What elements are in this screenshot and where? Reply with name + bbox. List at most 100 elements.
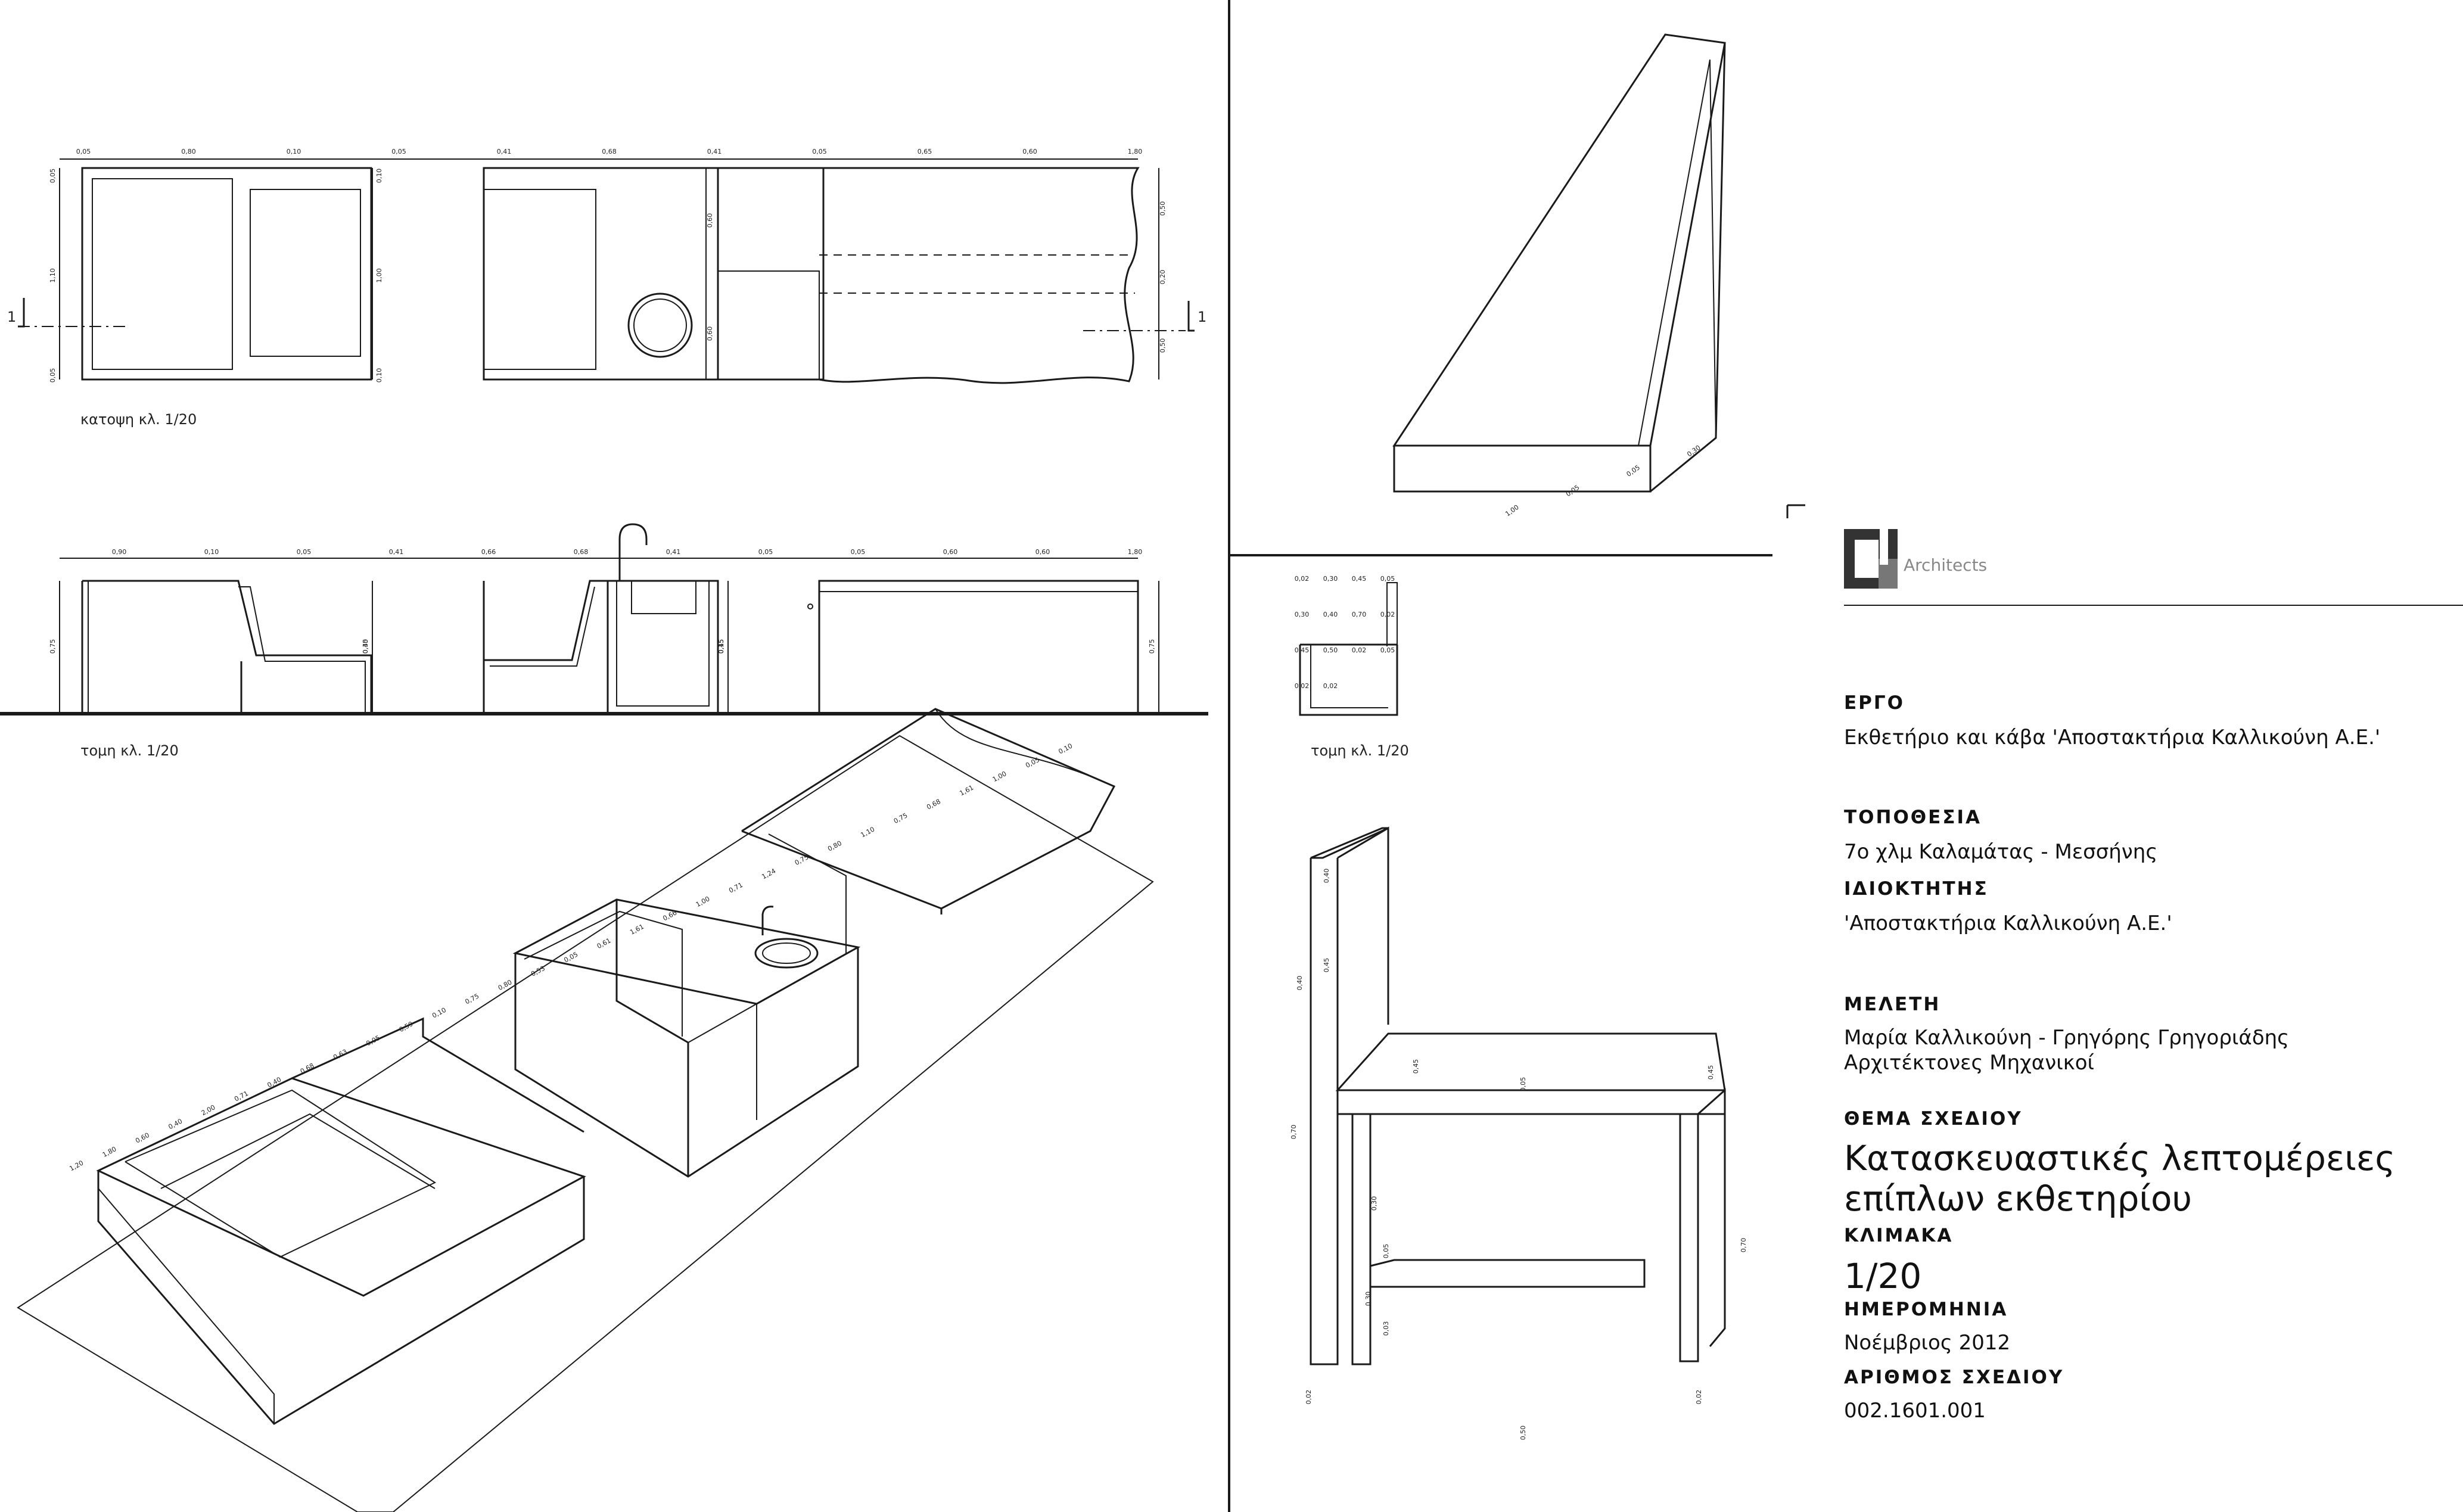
dimension-iso: 0,59 [398, 1020, 415, 1034]
dimension-sec-top: 0,05 [758, 548, 773, 556]
dimension-chair-iso: 0,05 [1382, 1244, 1390, 1259]
dimension-iso: 0,68 [299, 1062, 316, 1075]
dimension-plan-right: 0,10 [375, 169, 383, 183]
dimension-chair-iso: 0,30 [1370, 1196, 1378, 1211]
ck-logo-icon: Architects [1844, 529, 1987, 589]
dimension-chair-iso: 0,50 [1519, 1426, 1527, 1441]
study-value-1: Μαρία Καλλικούνη - Γρηγόρης Γρηγοριάδης [1844, 1026, 2290, 1050]
dimension-plan-top: 0,65 [918, 148, 932, 155]
dimension-chair-sec: 0,40 [1323, 611, 1338, 618]
dimension-iso: 0,05 [365, 1034, 381, 1047]
isometric-bar-view [17, 708, 1154, 1512]
dimension-chair-iso: 0,05 [1519, 1077, 1527, 1092]
dimension-iso: 0,80 [497, 978, 514, 992]
number-heading: ΑΡΙΘΜΟΣ ΣΧΕΔΙΟΥ [1844, 1367, 2064, 1388]
dimension-plan-mid: 0,60 [706, 213, 714, 228]
dimension-iso: 1,80 [101, 1145, 118, 1159]
chair-isometric-view [1310, 826, 1726, 1365]
dimension-iso: 0,05 [1024, 756, 1041, 770]
project-value: Εκθετήριο και κάβα 'Αποστακτήρια Καλλικο… [1844, 726, 2381, 749]
chair-section-label: τομη κλ. 1/20 [1311, 742, 1409, 759]
dimension-sec-side: 0,45 [362, 639, 369, 654]
study-value-2: Αρχιτέκτονες Μηχανικοί [1844, 1051, 2095, 1075]
dimension-chair-sec: 0,02 [1380, 611, 1395, 618]
dimension-sec-top: 0,05 [851, 548, 866, 556]
section-view-label: τομη κλ. 1/20 [80, 742, 179, 759]
chair-section-view [1299, 582, 1398, 716]
owner-heading: ΙΔΙΟΚΤΗΤΗΣ [1844, 878, 1989, 900]
dimension-plan-end: 0,50 [1159, 338, 1167, 353]
dimension-shelf: 0,05 [1565, 483, 1581, 498]
dimension-sec-top: 0,60 [943, 548, 958, 556]
dimension-iso: 1,10 [859, 825, 876, 839]
dimension-sec-top: 0,60 [1035, 548, 1050, 556]
dimension-plan-right: 0,10 [375, 368, 383, 383]
dimension-iso: 1,20 [68, 1159, 85, 1172]
dimension-chair-iso: 0,40 [1323, 869, 1330, 883]
location-value: 7ο χλμ Καλαμάτας - Μεσσήνης [1844, 840, 2158, 864]
dimension-iso: 0,10 [1057, 742, 1074, 755]
dimension-iso: 1,61 [629, 923, 645, 937]
dimension-sec-top: 0,05 [297, 548, 312, 556]
dimension-chair-iso: 0,45 [1412, 1059, 1420, 1074]
dimension-iso: 0,75 [892, 811, 909, 825]
dimension-chair-sec: 0,45 [1352, 575, 1367, 583]
cut-mark-left: 1 [7, 309, 16, 325]
dimension-iso: 0,10 [431, 1006, 447, 1020]
dimension-plan-mid: 0,60 [706, 326, 714, 341]
dimension-sec-side: 0,75 [49, 639, 57, 654]
dimension-iso: 0,71 [727, 881, 744, 895]
dimension-sec-top: 0,41 [389, 548, 404, 556]
dimension-iso: 0,80 [826, 839, 843, 853]
dimension-plan-end: 0,20 [1159, 270, 1167, 285]
dimension-chair-sec: 0,30 [1295, 611, 1310, 618]
dimension-chair-iso: 0,45 [1707, 1065, 1715, 1080]
number-value: 002.1601.001 [1844, 1399, 1986, 1423]
dimension-sec-top: 1,80 [1128, 548, 1143, 556]
dimension-chair-sec: 0,50 [1323, 646, 1338, 654]
subject-value-2: επίπλων εκθετηρίου [1844, 1178, 2193, 1219]
subject-heading: ΘΕΜΑ ΣΧΕΔΙΟΥ [1844, 1108, 2023, 1130]
dimension-chair-sec: 0,70 [1352, 611, 1367, 618]
dimension-plan-top: 0,05 [812, 148, 827, 155]
dimension-iso: 0,60 [134, 1131, 151, 1145]
dimension-plan-top: 0,41 [497, 148, 512, 155]
dimension-chair-sec: 0,02 [1295, 682, 1310, 690]
dimension-chair-sec: 0,05 [1380, 646, 1395, 654]
plan-view-label: κατοψη κλ. 1/20 [80, 411, 197, 428]
dimension-shelf: 1,00 [1504, 503, 1520, 518]
date-value: Νοέμβριος 2012 [1844, 1331, 2011, 1355]
dimension-sec-side: 0,30 [362, 639, 369, 654]
dimension-chair-iso: 0,70 [1290, 1125, 1298, 1140]
dimension-chair-iso: 0,30 [1364, 1292, 1372, 1306]
dimension-sec-side: 0,45 [717, 639, 725, 654]
dimension-sec-side: 0,75 [1148, 639, 1156, 654]
dimension-chair-sec: 0,02 [1295, 575, 1310, 583]
dimension-chair-sec: 0,30 [1323, 575, 1338, 583]
dimension-iso: 0,40 [167, 1117, 184, 1131]
dimension-iso: 1,00 [991, 770, 1008, 783]
dimension-sec-top: 0,90 [112, 548, 127, 556]
dimension-chair-iso: 0,03 [1382, 1321, 1390, 1336]
dimension-plan-right: 1,00 [375, 268, 383, 283]
dimension-plan-top: 0,80 [181, 148, 196, 155]
project-heading: ΕΡΓΟ [1844, 692, 1905, 714]
dimension-sec-top: 0,41 [666, 548, 681, 556]
logo-word: Architects [1904, 555, 1987, 575]
dimension-plan-top: 0,05 [76, 148, 91, 155]
shelf-isometric-view [1392, 33, 1726, 493]
dimension-plan-top: 0,10 [287, 148, 301, 155]
dimension-sec-top: 0,66 [481, 548, 496, 556]
dimension-chair-iso: 0,45 [1323, 958, 1330, 973]
dimension-plan-top: 0,60 [1022, 148, 1037, 155]
dimension-plan-top: 0,41 [707, 148, 722, 155]
dimension-iso: 0,75 [464, 992, 480, 1006]
subject-value-1: Κατασκευαστικές λεπτομέρειες [1844, 1138, 2396, 1178]
dimension-chair-sec: 0,02 [1323, 682, 1338, 690]
firm-logo: Architects [1844, 529, 2047, 597]
dimension-plan-end: 0,50 [1159, 201, 1167, 216]
dimension-sec-side: 0,15 [717, 639, 725, 654]
dimension-sec-top: 0,10 [204, 548, 219, 556]
dimension-iso: 0,71 [233, 1090, 250, 1103]
